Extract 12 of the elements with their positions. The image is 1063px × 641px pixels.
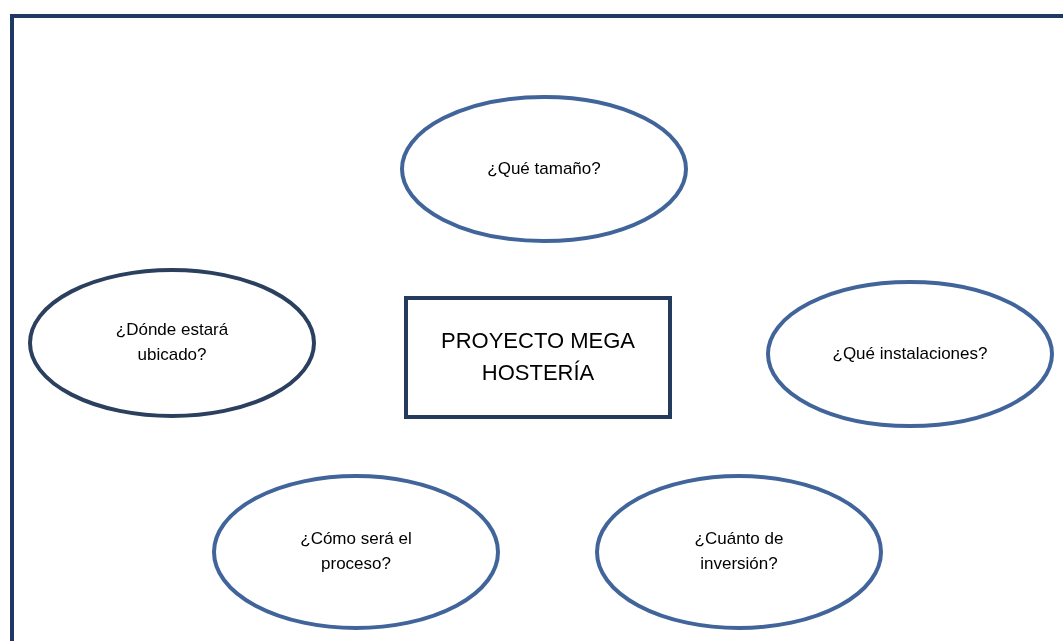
question-text: ¿Cuánto de inversión? [693,528,785,575]
question-ellipse [30,270,314,416]
question-text: ¿Dónde estará ubicado? [114,319,230,366]
question-text: ¿Cómo será el proceso? [299,528,413,575]
question-ellipse [768,282,1052,426]
question-ellipse [402,97,686,241]
question-ellipse [597,476,881,628]
title-box [406,297,670,417]
question-text: ¿Qué instalaciones? [832,342,988,365]
project-title: PROYECTO MEGA HOSTERÍA [440,327,636,387]
question-text: ¿Qué tamaño? [487,157,601,180]
question-ellipse [214,476,498,628]
